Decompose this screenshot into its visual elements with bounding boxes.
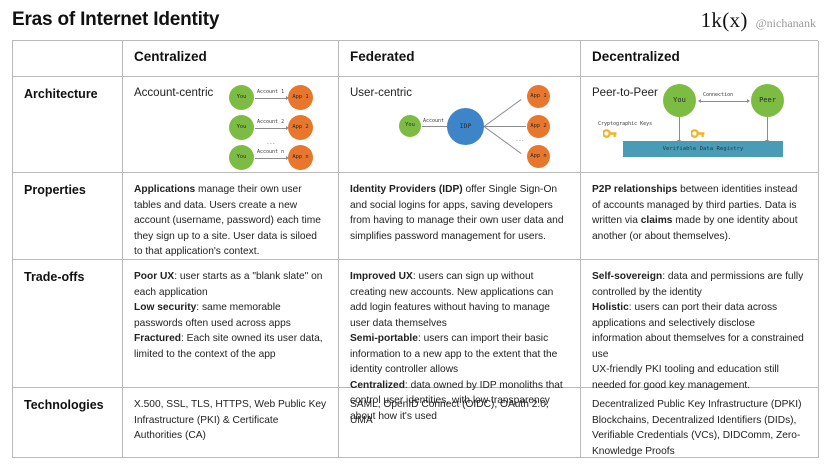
row-label-technologies: Technologies (24, 398, 104, 412)
arrowhead-3 (286, 155, 289, 160)
technologies-cell-decentralized: Decentralized Public Key Infrastructure … (581, 388, 819, 458)
architecture-cell-centralized: Account-centric You Account 1 App 1 You … (123, 77, 339, 173)
verifiable-data-registry: Verifiable Data Registry (623, 141, 783, 157)
table-row-properties: Properties Applications manage their own… (13, 173, 819, 260)
edge-idp-app-1 (483, 99, 522, 127)
comparison-table: Centralized Federated Decentralized Arch… (12, 40, 819, 458)
ellipsis-federated: ... (516, 136, 525, 143)
node-app-n: App n (288, 145, 313, 170)
properties-cell-federated: Identity Providers (IDP) offer Single Si… (339, 173, 581, 260)
edge-label-connection: Connection (703, 92, 734, 98)
node-app-n-federated: App n (527, 145, 550, 168)
table-row-tradeoffs: Trade-offs Poor UX: user starts as a "bl… (13, 260, 819, 422)
node-app-2: App 2 (288, 115, 313, 140)
cryptographic-keys-label: Cryptographic Keys (598, 121, 653, 127)
ellipsis-centralized: ... (267, 139, 276, 146)
properties-cell-decentralized: P2P relationships between identities ins… (581, 173, 819, 260)
edge-connection (700, 101, 748, 102)
table-row-technologies: Technologies X.500, SSL, TLS, HTTPS, Web… (13, 388, 819, 458)
tradeoffs-cell-centralized: Poor UX: user starts as a "blank slate" … (123, 260, 339, 388)
node-you-1: You (229, 85, 254, 110)
row-label-architecture-cell: Architecture (13, 77, 123, 173)
technologies-text-federated: SAML, OpenID Connect (OIDC), OAuth 2.0, … (350, 399, 549, 426)
row-label-technologies-cell: Technologies (13, 388, 123, 458)
node-app-2-federated: App 2 (527, 115, 550, 138)
properties-text-decentralized: P2P relationships between identities ins… (592, 184, 798, 242)
brand-block: 1k(x) @nichanank (701, 8, 816, 33)
tradeoffs-text-centralized: Poor UX: user starts as a "blank slate" … (134, 271, 323, 360)
header-cell-centralized: Centralized (123, 41, 339, 77)
tradeoffs-text-federated: Improved UX: users can sign up without c… (350, 271, 563, 422)
technologies-text-decentralized: Decentralized Public Key Infrastructure … (592, 399, 802, 457)
architecture-cell-decentralized: Peer-to-Peer You Peer Connection Cryptog… (581, 77, 819, 173)
arrowhead-1 (286, 95, 289, 100)
header-label-federated: Federated (350, 49, 415, 64)
row-label-tradeoffs-cell: Trade-offs (13, 260, 123, 388)
page-title: Eras of Internet Identity (12, 9, 220, 30)
edge-label-account-2: Account 2 (257, 119, 285, 125)
technologies-cell-federated: SAML, OpenID Connect (OIDC), OAuth 2.0, … (339, 388, 581, 458)
architecture-caption-federated: User-centric (350, 87, 412, 99)
header-cell-decentralized: Decentralized (581, 41, 819, 77)
row-label-architecture: Architecture (24, 87, 98, 101)
node-app-1: App 1 (288, 85, 313, 110)
properties-text-centralized: Applications manage their own user table… (134, 184, 321, 257)
edge-peer-registry (767, 117, 768, 143)
edge-account-2 (255, 128, 287, 129)
row-label-properties: Properties (24, 183, 86, 197)
table-row-architecture: Architecture Account-centric You Account… (13, 77, 819, 173)
node-you-2: You (229, 115, 254, 140)
federated-diagram: You Account IDP App 1 App 2 ... App n (339, 77, 580, 172)
edge-label-account-1: Account 1 (257, 89, 285, 95)
1kx-logo: 1k(x) (700, 7, 748, 32)
key-icon (603, 129, 617, 138)
key-icon (691, 129, 705, 138)
properties-text-federated: Identity Providers (IDP) offer Single Si… (350, 184, 564, 242)
decentralized-diagram: You Peer Connection Cryptographic Keys (581, 77, 818, 172)
technologies-text-centralized: X.500, SSL, TLS, HTTPS, Web Public Key I… (134, 399, 327, 441)
row-label-tradeoffs: Trade-offs (24, 270, 85, 284)
technologies-cell-centralized: X.500, SSL, TLS, HTTPS, Web Public Key I… (123, 388, 339, 458)
header-label-decentralized: Decentralized (592, 49, 680, 64)
edge-idp-app-2 (484, 126, 526, 127)
author-handle: @nichanank (755, 15, 816, 30)
header-cell-blank (13, 41, 123, 77)
centralized-diagram: You Account 1 App 1 You Account 2 App 2 … (123, 77, 338, 172)
edge-account-federated (422, 126, 447, 127)
node-you-p2p: You (663, 84, 696, 117)
architecture-cell-federated: User-centric You Account IDP App 1 App 2… (339, 77, 581, 173)
node-you-federated: You (399, 115, 421, 137)
architecture-caption-centralized: Account-centric (134, 87, 214, 99)
properties-cell-centralized: Applications manage their own user table… (123, 173, 339, 260)
architecture-caption-decentralized: Peer-to-Peer (592, 87, 658, 99)
row-label-properties-cell: Properties (13, 173, 123, 260)
tradeoffs-text-decentralized: Self-sovereign: data and permissions are… (592, 271, 804, 391)
edge-account-n (255, 158, 287, 159)
node-app-1-federated: App 1 (527, 85, 550, 108)
node-peer-p2p: Peer (751, 84, 784, 117)
edge-account-1 (255, 98, 287, 99)
tradeoffs-cell-decentralized: Self-sovereign: data and permissions are… (581, 260, 819, 391)
header-cell-federated: Federated (339, 41, 581, 77)
table-header-row: Centralized Federated Decentralized (13, 41, 819, 77)
page-header: Eras of Internet Identity 1k(x) @nichana… (0, 0, 828, 40)
edge-you-registry (679, 117, 680, 143)
arrowhead-connection-right (747, 98, 750, 103)
arrowhead-2 (286, 125, 289, 130)
header-label-centralized: Centralized (134, 49, 207, 64)
tradeoffs-cell-federated: Improved UX: users can sign up without c… (339, 260, 581, 422)
node-you-3: You (229, 145, 254, 170)
edge-label-account-federated: Account (423, 118, 445, 124)
arrowhead-connection-left (698, 98, 701, 103)
edge-label-account-n: Account n (257, 149, 285, 155)
node-idp: IDP (447, 108, 484, 145)
